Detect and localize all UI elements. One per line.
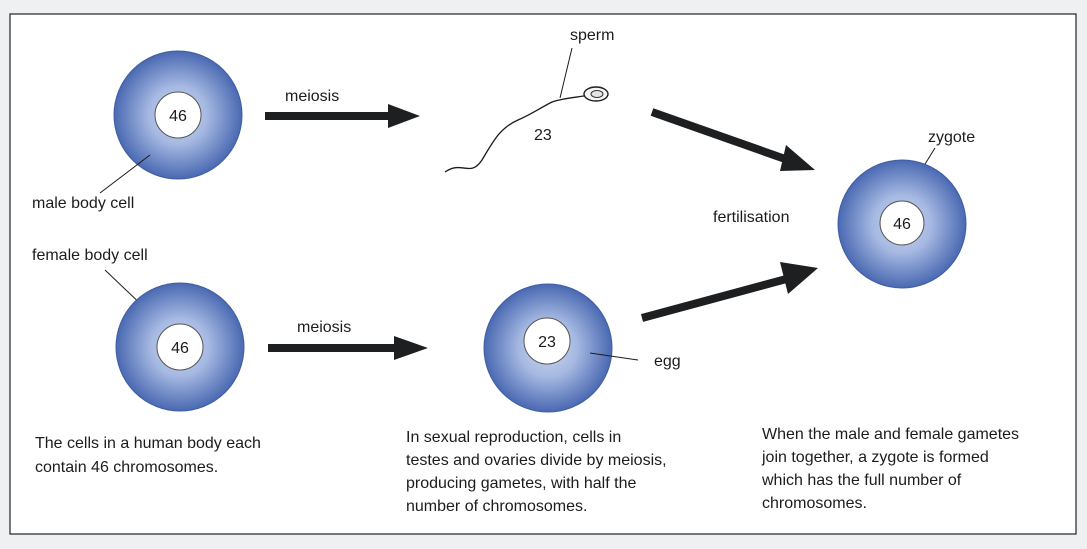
meiosis-bottom-label: meiosis [297, 319, 351, 336]
female-cell-nucleus [156, 323, 204, 371]
caption-left: The cells in a human body each contain 4… [35, 435, 265, 476]
egg-to-zygote-arrow [640, 262, 818, 322]
male-cell-chromosome-count: 46 [169, 108, 187, 125]
male-body-cell-label: male body cell [32, 195, 134, 212]
zygote-label: zygote [928, 129, 975, 146]
caption-right-line: which has the full number of [761, 472, 962, 489]
zygote-chromosome-count: 46 [893, 216, 911, 233]
caption-right-line: When the male and female gametes [762, 426, 1019, 443]
zygote-cell: 46 [837, 159, 967, 289]
egg-chromosome-count: 23 [538, 334, 556, 351]
sperm-label: sperm [570, 27, 614, 44]
caption-left-line: The cells in a human body each [35, 435, 261, 452]
caption-left-line: contain 46 chromosomes. [35, 459, 218, 476]
egg-nucleus [523, 317, 571, 365]
meiosis-bottom-arrow [268, 336, 428, 360]
female-body-cell: 46 [115, 282, 245, 412]
zygote-nucleus [879, 200, 925, 246]
meiosis-top-label: meiosis [285, 88, 339, 105]
sperm-chromosome-count: 23 [534, 127, 552, 144]
female-cell-chromosome-count: 46 [171, 340, 189, 357]
caption-middle-line: testes and ovaries divide by meiosis, [406, 452, 667, 469]
caption-right-line: chromosomes. [762, 495, 867, 512]
egg-label: egg [654, 353, 681, 370]
caption-middle-line: producing gametes, with half the [406, 475, 636, 492]
male-body-cell: 46 [113, 50, 243, 180]
sperm-leader [559, 47, 573, 99]
egg-cell: 23 [483, 283, 613, 413]
male-cell-leader [99, 154, 151, 194]
sperm-illustration [444, 86, 609, 173]
caption-middle: In sexual reproduction, cells in testes … [406, 429, 671, 515]
egg-leader [589, 352, 639, 361]
fertilisation-label: fertilisation [713, 209, 789, 226]
caption-right: When the male and female gametes join to… [761, 426, 1023, 512]
caption-middle-line: In sexual reproduction, cells in [406, 429, 621, 446]
meiosis-top-arrow [265, 104, 420, 128]
caption-right-line: join together, a zygote is formed [761, 449, 989, 466]
sperm-to-zygote-arrow [650, 108, 815, 171]
female-body-cell-label: female body cell [32, 247, 148, 264]
male-cell-nucleus [154, 91, 202, 139]
caption-middle-line: number of chromosomes. [406, 498, 587, 515]
